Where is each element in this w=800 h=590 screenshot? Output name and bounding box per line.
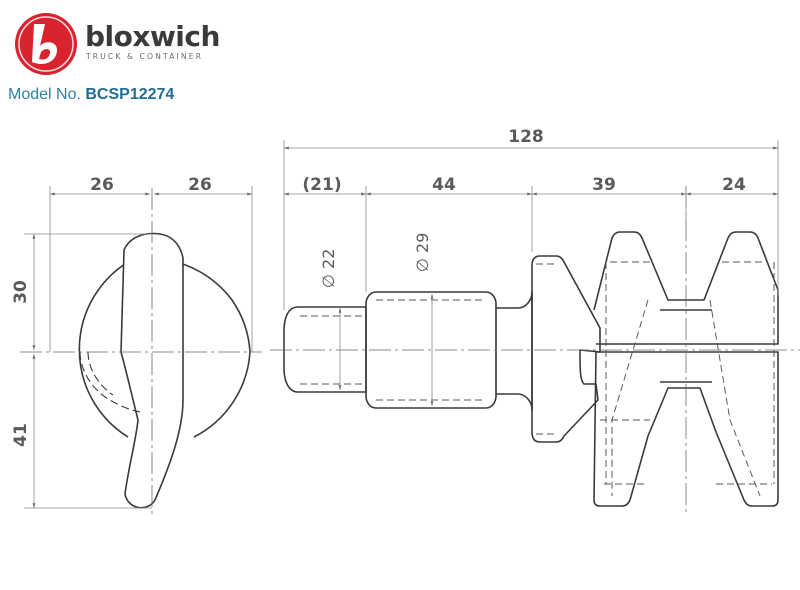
- dim-side-right-width: 26: [188, 175, 212, 195]
- pin-tip: [283, 306, 367, 393]
- dim-diameter-small: ∅ 22: [319, 249, 338, 288]
- diameter-large-value: 29: [413, 233, 432, 253]
- dim-side-lower-height: 41: [11, 423, 31, 447]
- dim-front-seg3: 39: [592, 175, 616, 195]
- main-shaft: [365, 291, 497, 409]
- diameter-small-value: 22: [319, 249, 338, 269]
- dim-side-left-width: 26: [90, 175, 114, 195]
- logo-b-mark: [32, 24, 58, 64]
- side-view-cap: [78, 261, 129, 438]
- dim-side-upper-height: 30: [11, 280, 31, 304]
- model-label: Model No.: [8, 86, 81, 103]
- dim-front-seg2: 44: [432, 175, 456, 195]
- svg-text:∅ 22: ∅ 22: [319, 249, 338, 288]
- front-view: [283, 231, 779, 507]
- side-view: [78, 232, 251, 509]
- v-head: [593, 231, 779, 345]
- flange: [531, 255, 601, 443]
- brand-name: bloxwich: [85, 20, 220, 53]
- dim-front-seg4: 24: [722, 175, 746, 195]
- svg-text:∅ 29: ∅ 29: [413, 233, 432, 272]
- diameter-large-symbol: ∅: [413, 258, 432, 272]
- dim-front-seg1: (21): [302, 175, 341, 195]
- brand-tagline: TRUCK & CONTAINER: [86, 52, 204, 61]
- dim-diameter-large: ∅ 29: [413, 233, 432, 272]
- diameter-small-symbol: ∅: [319, 274, 338, 288]
- brand-logo: [15, 13, 77, 75]
- dim-overall-length: 128: [508, 127, 544, 147]
- shaft-neck: [496, 291, 533, 411]
- model-number: BCSP12274: [85, 86, 175, 103]
- model-number-line: Model No. BCSP12274: [8, 86, 174, 104]
